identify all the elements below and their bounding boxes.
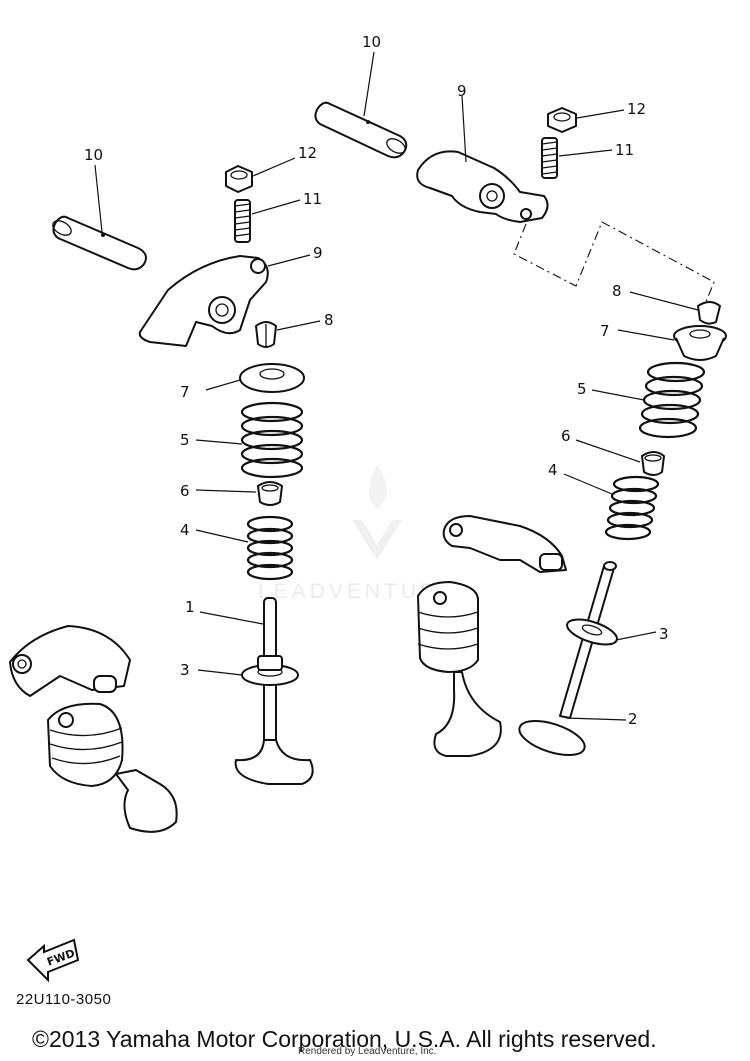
- leadventure-watermark: LEADVENTURE: [258, 465, 457, 603]
- watermark-text: LEADVENTURE: [258, 580, 457, 603]
- callout-10-left: 10: [84, 146, 103, 164]
- lock-nut-right[interactable]: [547, 107, 577, 133]
- valve-cotter-right[interactable]: [697, 301, 721, 325]
- callout-8-left: 8: [324, 311, 334, 329]
- outer-valve-spring-left[interactable]: [240, 401, 304, 479]
- callout-10-right: 10: [362, 33, 381, 51]
- callout-4-left: 4: [180, 521, 190, 539]
- callout-4-right: 4: [548, 461, 558, 479]
- callout-11-right: 11: [615, 141, 634, 159]
- fwd-arrow-icon: FWD: [26, 938, 80, 983]
- callout-7-right: 7: [600, 322, 610, 340]
- rocker-arm-right[interactable]: [416, 150, 549, 223]
- diagram-code: 22U110-3050: [16, 991, 112, 1008]
- exhaust-valve[interactable]: [515, 561, 617, 762]
- valve-cotter-left[interactable]: [255, 321, 277, 348]
- valve-stem-seal-right[interactable]: [641, 451, 665, 476]
- copyright-notice: ©2013 Yamaha Motor Corporation, U.S.A. A…: [32, 1026, 657, 1052]
- valve-seat-left[interactable]: [241, 655, 299, 686]
- adjuster-screw-left[interactable]: [234, 199, 251, 243]
- assembled-view-left: [9, 625, 178, 833]
- rocker-shaft-left[interactable]: [50, 215, 147, 271]
- inner-valve-spring-right[interactable]: [604, 475, 660, 541]
- outer-valve-spring-right[interactable]: [638, 361, 706, 439]
- callout-9-left: 9: [313, 244, 323, 262]
- valve-stem-seal-left[interactable]: [257, 481, 283, 506]
- spring-retainer-left[interactable]: [239, 363, 305, 393]
- callout-5-left: 5: [180, 431, 190, 449]
- callout-2: 2: [628, 710, 638, 728]
- spring-retainer-right[interactable]: [673, 325, 727, 361]
- rocker-shaft-right[interactable]: [314, 101, 408, 159]
- callout-3-left: 3: [180, 661, 190, 679]
- callout-1: 1: [185, 598, 195, 616]
- rendered-by-notice: Rendered by LeadVenture, Inc.: [298, 1046, 437, 1057]
- adjuster-screw-right[interactable]: [541, 137, 558, 179]
- callout-12-right: 12: [627, 100, 646, 118]
- callout-12-left: 12: [298, 144, 317, 162]
- intake-valve[interactable]: [234, 597, 314, 785]
- assembly-guide-line: [513, 221, 715, 303]
- callout-5-right: 5: [577, 380, 587, 398]
- rocker-arm-left[interactable]: [138, 255, 269, 347]
- callout-6-left: 6: [180, 482, 190, 500]
- inner-valve-spring-left[interactable]: [246, 515, 294, 581]
- callout-9-right: 9: [457, 82, 467, 100]
- lock-nut-left[interactable]: [225, 165, 253, 193]
- callout-6-right: 6: [561, 427, 571, 445]
- callout-11-left: 11: [303, 190, 322, 208]
- assembled-view-center: [417, 515, 567, 757]
- callout-7-left: 7: [180, 383, 190, 401]
- callout-8-right: 8: [612, 282, 622, 300]
- callout-3-right: 3: [659, 625, 669, 643]
